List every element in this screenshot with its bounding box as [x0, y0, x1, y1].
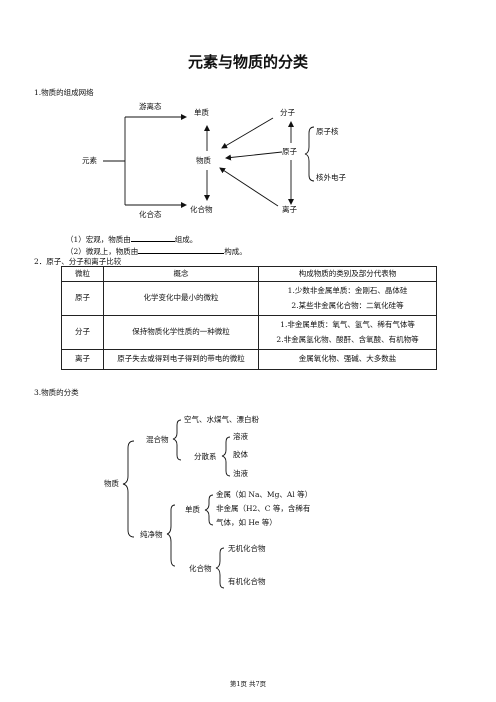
concept-cell: 原子失去或得到电子得到的带电的微粒 [103, 349, 259, 370]
tree-root: 物质 [104, 479, 119, 488]
diagram-lizi: 离子 [282, 205, 297, 214]
tree-colloid: 胶体 [233, 450, 248, 459]
tree-element: 单质 [185, 505, 200, 514]
diagram-yuansu: 元素 [82, 156, 97, 165]
diagram-youlitai: 游离态 [139, 102, 162, 111]
tree-suspension: 浊液 [233, 469, 248, 478]
tree-metal: 金属（如 Na、Mg、Al 等） [216, 490, 313, 499]
diagram-hewaidianzi: 核外电子 [316, 173, 346, 182]
examples-cell: 金属氧化物、强碱、大多数盐 [258, 349, 437, 370]
section1-heading: 1.物质的组成网络 [34, 88, 94, 97]
micro-blank [138, 246, 225, 254]
macro-line: （1）宏观，物质由组成。 [66, 234, 198, 244]
tree-inorganic: 无机化合物 [228, 544, 266, 553]
diagram-wuzhi: 物质 [196, 156, 211, 165]
section3-heading: 3.物质的分类 [34, 388, 79, 397]
concept-cell: 保持物质化学性质的一种微粒 [103, 315, 259, 350]
diagram-huahetai: 化合态 [139, 210, 162, 219]
examples-cell: 1.少数非金属单质：金刚石、晶体硅 2.某些非金属化合物：二氧化硅等 [258, 281, 437, 316]
table-row: 分子 保持物质化学性质的一种微粒 1.非金属单质：氧气、氢气、稀有气体等 2.非… [61, 315, 437, 350]
diagram-yuanzi: 原子 [282, 147, 297, 156]
section2-heading: 2．原子、分子和离子比较 [34, 257, 122, 266]
tree-nonmetal-1: 非金属（H2、C 等，含稀有 [216, 504, 311, 513]
tree-organic: 有机化合物 [228, 577, 266, 586]
diagram-fenzi: 分子 [280, 108, 295, 117]
table-row: 离子 原子失去或得到电子得到的带电的微粒 金属氧化物、强碱、大多数盐 [61, 349, 437, 370]
tree-solution: 溶液 [233, 432, 248, 441]
tree-dispersion: 分散系 [194, 452, 217, 461]
diagram-huahewu: 化合物 [190, 205, 213, 214]
micro-line: （2）微观上，物质由构成。 [66, 246, 247, 256]
diagram-yuanzihe: 原子核 [316, 127, 339, 136]
tree-mixture-examples: 空气、水煤气、漂白粉 [184, 415, 259, 424]
particle-cell: 离子 [61, 349, 104, 370]
tree-compound: 化合物 [189, 564, 212, 573]
tree-mixture: 混合物 [146, 435, 169, 444]
table-row: 原子 化学变化中最小的微粒 1.少数非金属单质：金刚石、晶体硅 2.某些非金属化… [61, 281, 437, 316]
page-footer: 第1页 共7页 [229, 680, 267, 688]
diagram-danzhi: 单质 [194, 108, 209, 117]
table-header-row: 微粒 概念 构成物质的类别及部分代表物 [61, 266, 437, 282]
page-title: 元素与物质的分类 [187, 53, 308, 71]
comparison-table: 微粒 概念 构成物质的类别及部分代表物 原子 化学变化中最小的微粒 1.少数非金… [61, 266, 437, 370]
tree-pure: 纯净物 [140, 530, 163, 539]
macro-blank [130, 234, 175, 242]
examples-cell: 1.非金属单质：氧气、氢气、稀有气体等 2.非金属氢化物、酸酐、含氧酸、有机物等 [258, 315, 437, 350]
concept-cell: 化学变化中最小的微粒 [103, 281, 259, 316]
tree-nonmetal-2: 气体，如 He 等） [216, 518, 277, 527]
